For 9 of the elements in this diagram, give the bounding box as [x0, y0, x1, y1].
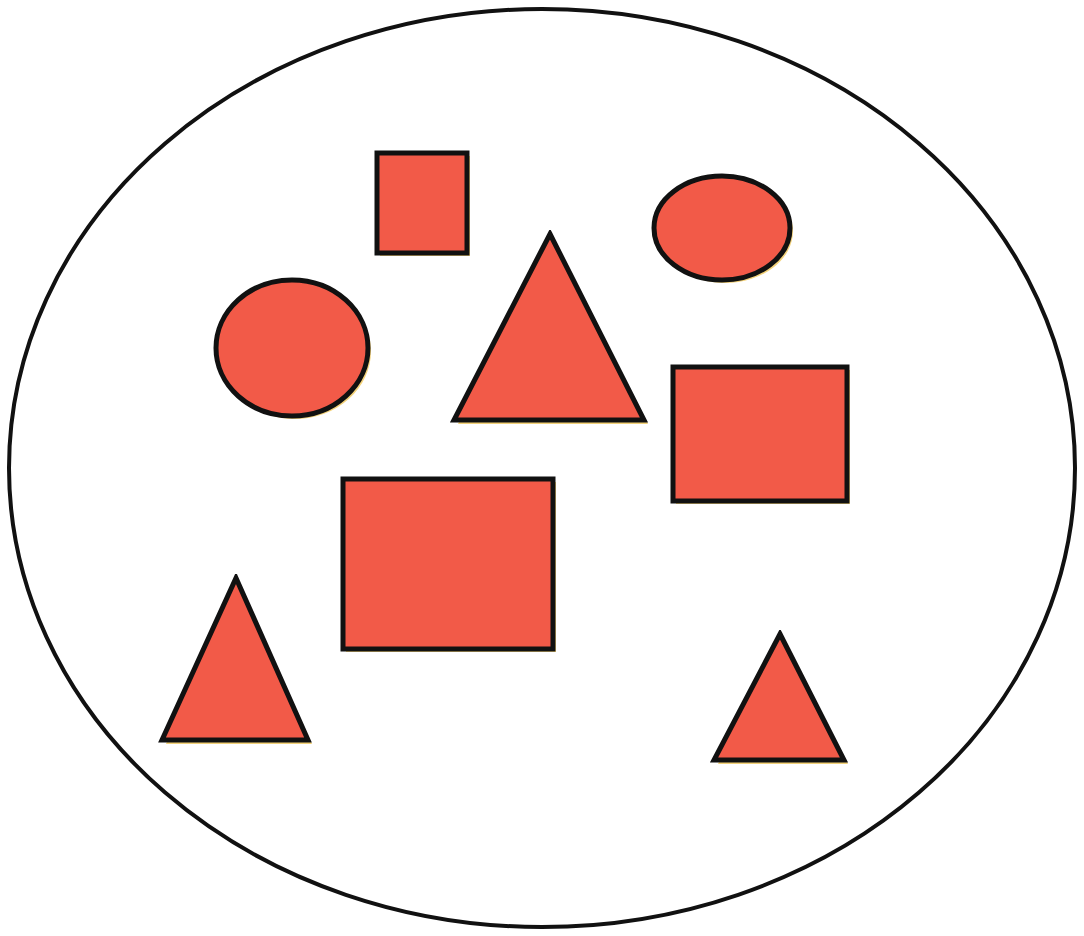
triangle-shape — [158, 574, 314, 746]
circle-shape — [210, 274, 374, 422]
rectangle-shape — [374, 150, 474, 260]
ellipse-outline — [6, 6, 1078, 930]
rectangle-shape — [670, 364, 854, 508]
triangle-shape — [710, 630, 850, 766]
triangle-shape — [450, 230, 650, 426]
circle-shape — [648, 170, 796, 286]
rectangle-shape — [340, 476, 560, 656]
